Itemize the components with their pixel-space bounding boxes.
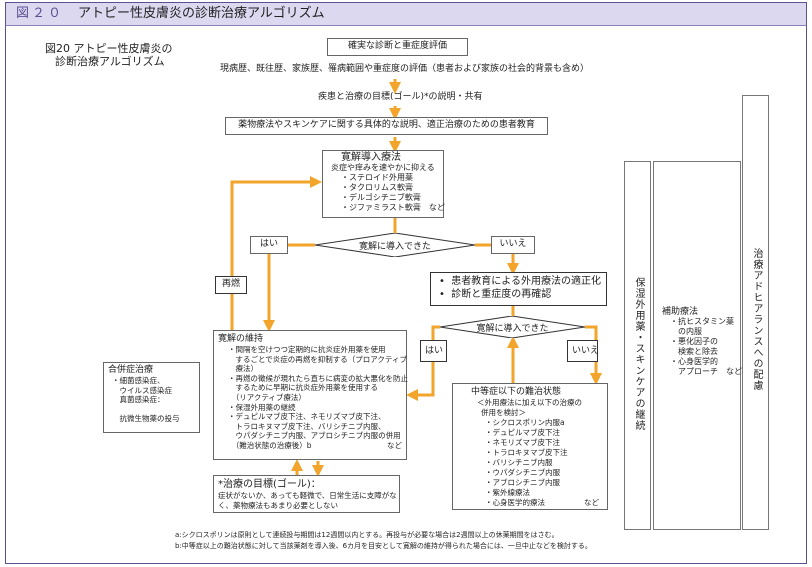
- list-item: ・バリシチニブ内服: [485, 458, 553, 467]
- figure-title: アトピー性皮膚炎の診断治療アルゴリズム: [78, 6, 325, 21]
- item-text: ・心身医学的療法: [485, 498, 545, 507]
- list-item: ・デルゴシチニブ軟膏: [341, 193, 421, 202]
- target-text: く、薬物療法もあまり必要としない: [218, 500, 338, 510]
- etc-label: など: [387, 440, 402, 450]
- list-item: ・抗ヒスタミン薬: [670, 317, 734, 326]
- target-box: *治療の目標(ゴール)： 症状がないか、あっても軽微で、日常生活に支障がな く、…: [213, 475, 400, 513]
- no-box: いいえ: [491, 236, 535, 254]
- yes-box: はい: [250, 236, 288, 254]
- adjunct-column: 補助療法 ・抗ヒスタミン薬 の内服 ・悪化因子の 検索と除去 ・心身医学的 アプ…: [653, 161, 742, 530]
- induction-subtitle: 炎症や痒みを速やかに抑える: [331, 163, 435, 172]
- reeducation-box: • 患者教育による外用療法の適正化 • 診断と重症度の再確認: [430, 272, 607, 306]
- list-item: ・悪化因子の: [670, 337, 718, 346]
- maintenance-title: 寛解の維持: [218, 334, 264, 344]
- list-item: ・デュピルマブ皮下注、ネモリズマブ皮下注、: [228, 412, 386, 422]
- adjunct-content: 補助療法 ・抗ヒスタミン薬 の内服 ・悪化因子の 検索と除去 ・心身医学的 アプ…: [662, 307, 742, 377]
- list-item: ・再燃の徴候が現れたら直ちに病変の拡大悪化を防止: [228, 373, 408, 383]
- list-item: ・ネモリズマブ皮下注: [485, 438, 560, 447]
- item-text: 診断と重症度の再確認: [451, 289, 552, 300]
- target-text: 症状がないか、あっても軽微で、日常生活に支障がな: [218, 491, 397, 500]
- decision-1: 寛解に導入できた: [315, 233, 475, 257]
- goal-share-text: 疾患と治療の目標(ゴール)*の説明・共有: [318, 92, 483, 102]
- list-item: ・間隔を空けつつ定期的に抗炎症外用薬を使用: [228, 345, 386, 354]
- item-text: （難治状態の治療後）b: [228, 440, 312, 450]
- caption-line: 図20 アトピー性皮膚炎の: [45, 42, 173, 55]
- footnote-b: b:中等症以上の難治状態に対して当該薬剤を導入後、6カ月を目安として寛解の維持が…: [175, 542, 592, 550]
- list-item: ウパダシチニブ内服、アブロシチニブ内服の併用: [228, 431, 401, 441]
- diagnosis-box: 確実な診断と重症度評価: [327, 38, 468, 56]
- list-item: ・ウパダシチニブ内服: [485, 468, 561, 477]
- list-item: ・トラロキヌマブ皮下注: [485, 448, 568, 457]
- decision-2: 寛解に導入できた: [440, 316, 585, 338]
- list-item: ・ステロイド外用薬: [341, 173, 413, 182]
- list-item: ・ジファミラスト軟膏 など: [341, 203, 445, 212]
- etc-label: など: [584, 498, 599, 507]
- list-item: 抗微生物薬の投与: [112, 413, 180, 423]
- refractory-title: 中等症以下の難治状態: [471, 387, 562, 397]
- list-item: 検索と除去: [670, 347, 718, 356]
- refractory-subtitle: ＜外用療法に加え以下の治療の: [477, 398, 582, 407]
- list-item: するために早期に抗炎症外用薬を使用する: [228, 383, 378, 393]
- list-item: ・アブロシチニブ内服: [485, 478, 560, 487]
- list-item: ・デュピルマブ皮下注: [485, 428, 560, 437]
- adherence-label: 治療アドヒアランスへの配慮: [751, 248, 762, 391]
- footnotes: a:シクロスポリンは原則として連続投与期間は12週間以内とする。再投与が必要な場…: [175, 530, 592, 552]
- list-item: ウイルス感染症: [112, 385, 172, 395]
- education-box: 薬物療法やスキンケアに関する具体的な説明、適正治療のための患者教育: [225, 117, 548, 135]
- decision-label: 寛解に導入できた: [358, 241, 431, 252]
- moisturizer-label: 保湿外用薬・スキンケアの継続: [633, 277, 644, 431]
- list-item: （難治状態の治療後）b など: [228, 441, 402, 451]
- list-item: ・心身医学的療法 など: [485, 498, 603, 508]
- list-item: 真菌感染症：: [112, 395, 165, 404]
- relapse-box: 再燃: [215, 276, 247, 294]
- adherence-column: 治療アドヒアランスへの配慮: [742, 95, 769, 530]
- figure-header: 図２０ アトピー性皮膚炎の診断治療アルゴリズム: [5, 2, 807, 26]
- target-title: *治療の目標(ゴール)：: [218, 479, 321, 490]
- caption: 図20 アトピー性皮膚炎の 診断治療アルゴリズム: [45, 42, 173, 68]
- figure-number: 図２０: [16, 6, 65, 21]
- no-box-2: いいえ: [567, 340, 599, 362]
- list-item: ・心身医学的: [670, 357, 718, 366]
- list-item: • 診断と重症度の再確認: [439, 289, 552, 300]
- list-item: • 患者教育による外用療法の適正化: [439, 276, 601, 287]
- footnote-a: a:シクロスポリンは原則として連続投与期間は12週間以内とする。再投与が必要な場…: [175, 531, 559, 539]
- complication-title: 合併症治療: [108, 365, 154, 375]
- maintenance-box: 寛解の維持 ・間隔を空けつつ定期的に抗炎症外用薬を使用 するごとで炎症の再燃を抑…: [213, 330, 408, 460]
- history-text: 現病歴、既往歴、家族歴、罹病範囲や重症度の評価（患者および家族の社会的背景も含め…: [220, 64, 590, 74]
- list-item: ・細菌感染症、: [112, 376, 165, 385]
- list-item: ・タクロリムス軟膏: [341, 183, 413, 192]
- list-item: ・紫外線療法: [485, 488, 530, 497]
- induction-box: 寛解導入療法 炎症や痒みを速やかに抑える ・ステロイド外用薬 ・タクロリムス軟膏…: [322, 150, 445, 218]
- list-item: の内服: [670, 327, 702, 336]
- list-item: アプローチ など: [670, 367, 742, 376]
- list-item: ・保湿外用薬の継続: [228, 402, 296, 412]
- refractory-box: 中等症以下の難治状態 ＜外用療法に加え以下の治療の 併用を検討＞ ・シクロスポリ…: [452, 383, 608, 510]
- item-text: 患者教育による外用療法の適正化: [451, 276, 601, 287]
- adjunct-title: 補助療法: [662, 307, 699, 317]
- list-item: [112, 405, 195, 414]
- list-item: するごとで炎症の再燃を抑制する（プロアクティブ: [228, 354, 407, 364]
- moisturizer-column: 保湿外用薬・スキンケアの継続: [624, 161, 651, 530]
- yes-box-2: はい: [420, 340, 447, 362]
- induction-title: 寛解導入療法: [341, 152, 401, 163]
- refractory-subtitle: 併用を検討＞: [481, 408, 526, 417]
- list-item: （リアクティブ療法）: [228, 392, 306, 402]
- list-item: トラロキヌマブ皮下注、バリシチニブ内服、: [228, 421, 386, 431]
- list-item: ・シクロスポリン内服a: [485, 418, 565, 427]
- complication-box: 合併症治療 ・細菌感染症、 ウイルス感染症 真菌感染症： 抗微生物薬の投与: [103, 362, 200, 433]
- decision-label: 寛解に導入できた: [476, 323, 549, 334]
- list-item: 療法）: [228, 364, 258, 374]
- caption-line: 診断治療アルゴリズム: [55, 55, 165, 68]
